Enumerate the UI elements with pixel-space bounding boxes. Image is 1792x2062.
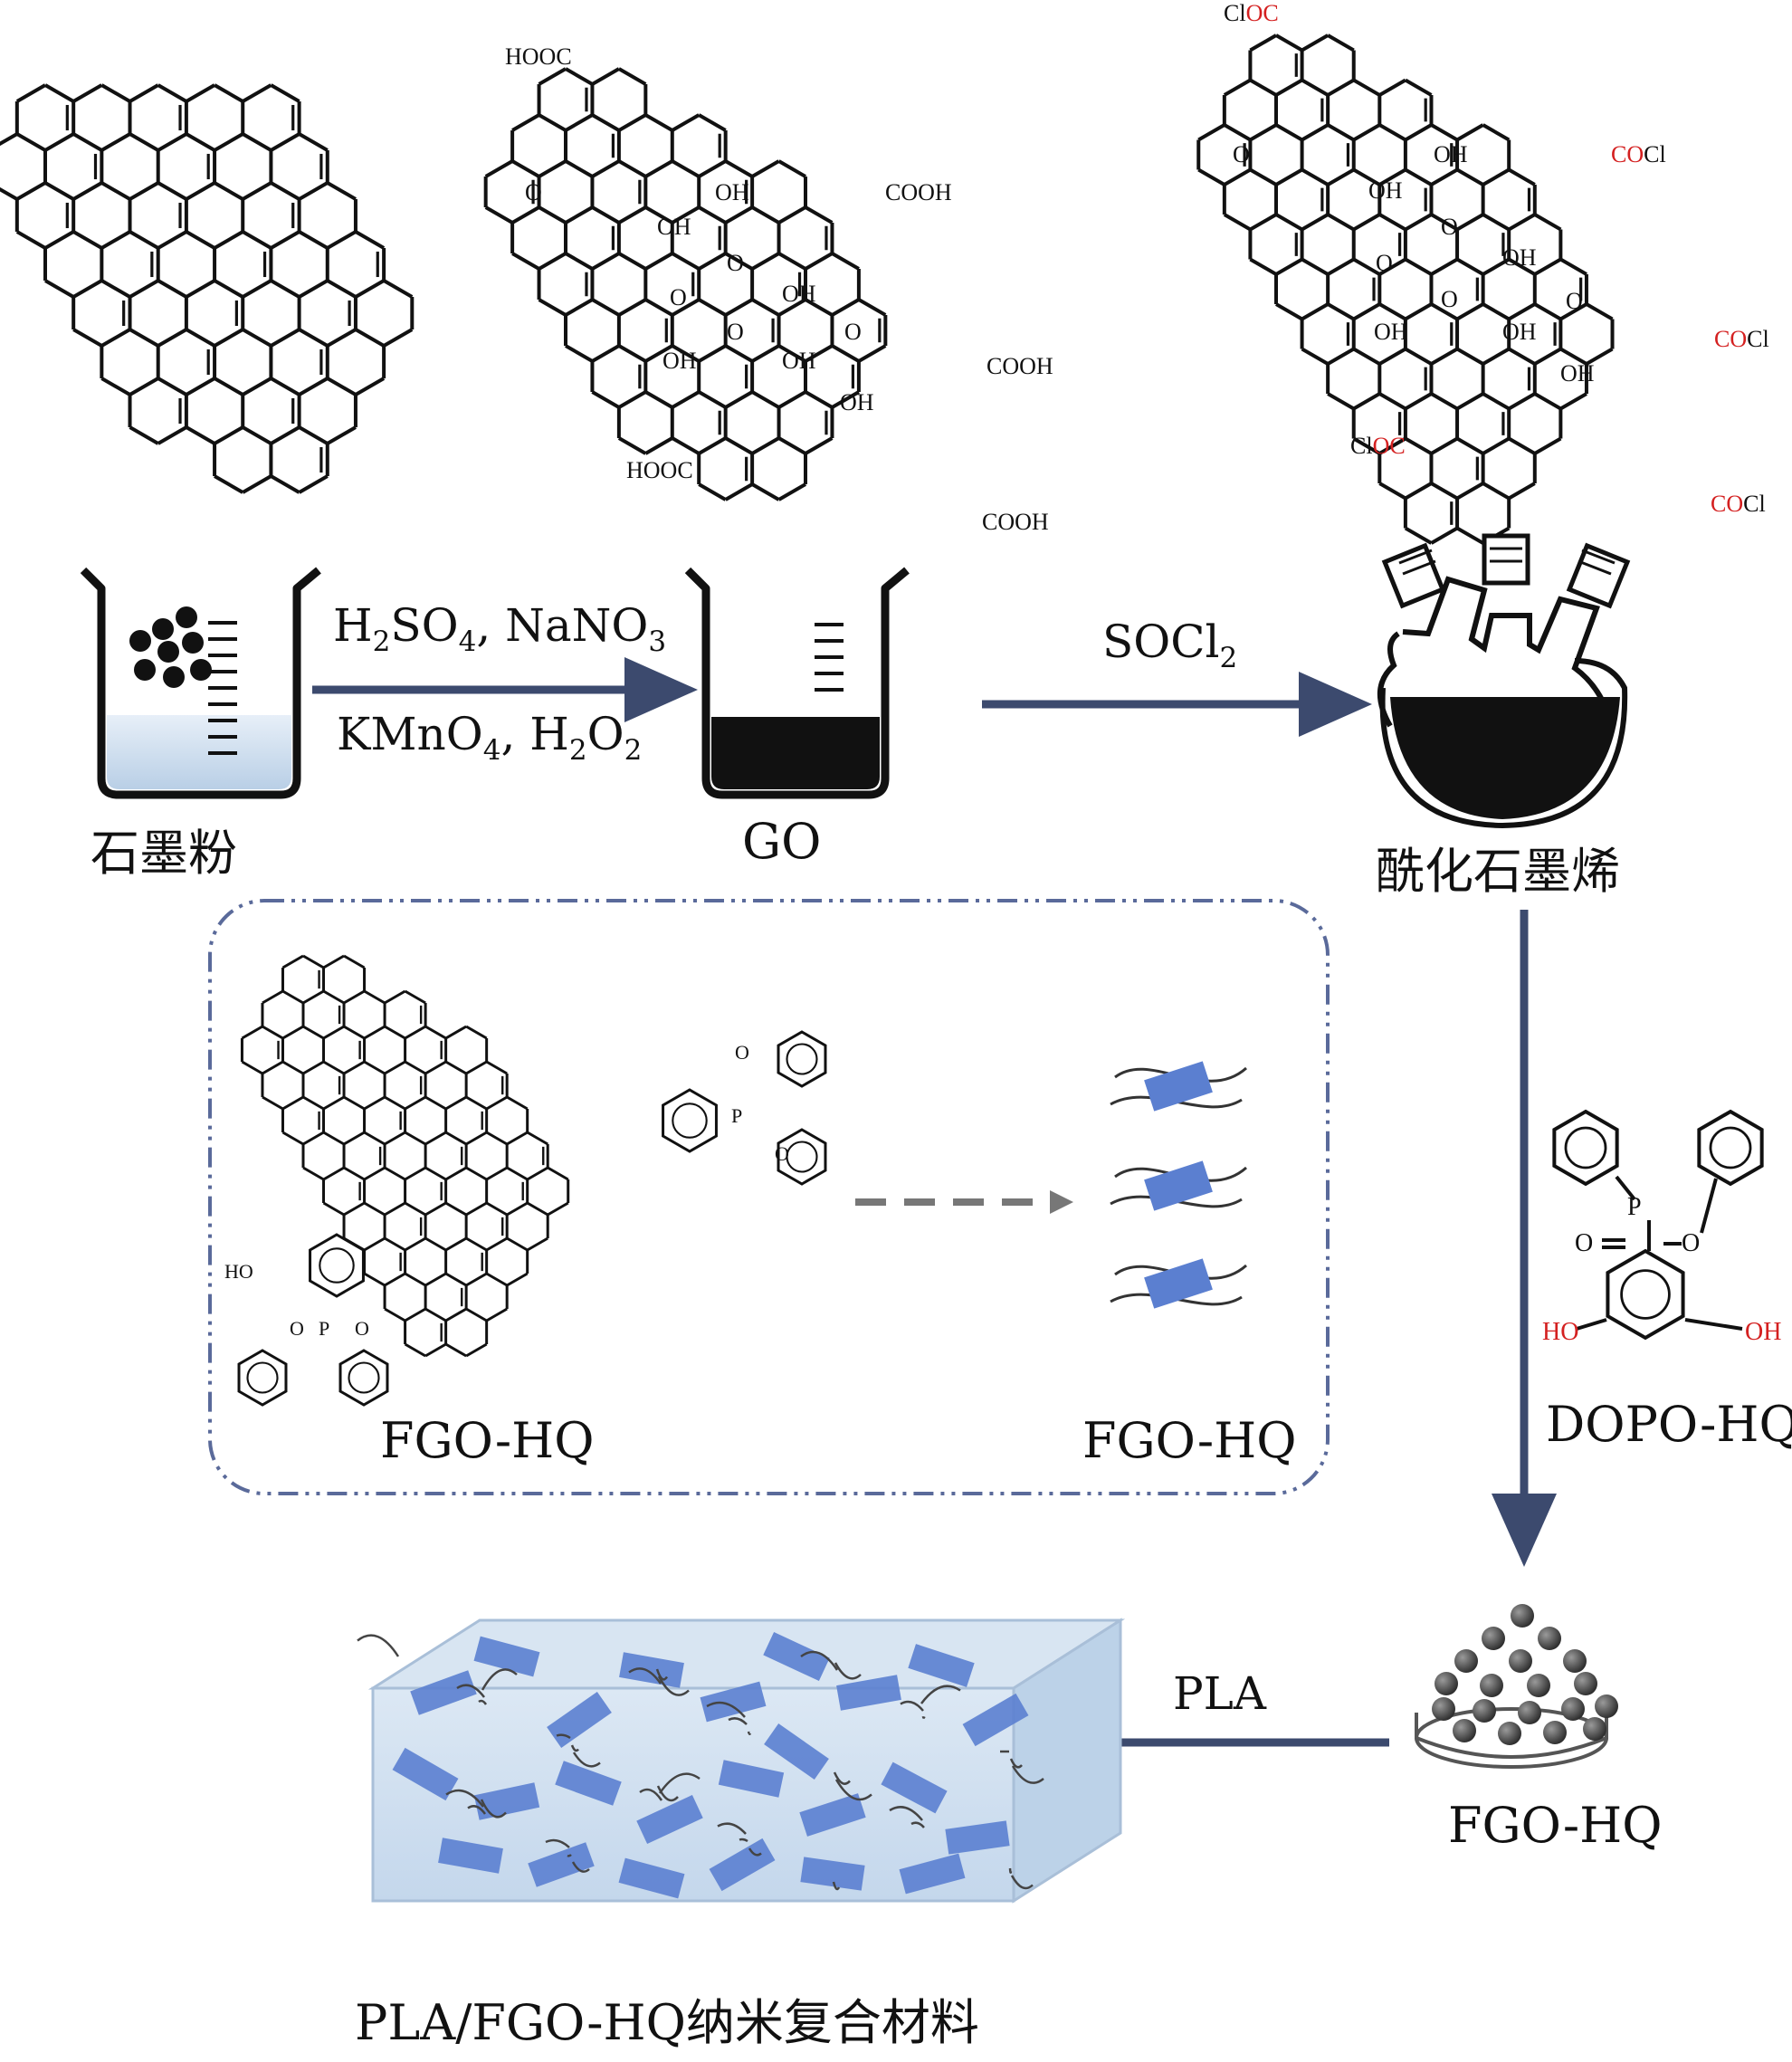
acyl-cocl-mid: COCl (1714, 326, 1769, 352)
acyl-o-4: O (1566, 288, 1583, 314)
go-cooh-bottom: COOH (982, 509, 1049, 535)
fgo-ho-lower: HO (224, 1260, 253, 1283)
step4-reagent: PLA (1173, 1667, 1266, 1720)
fgo-o-lower-ether: O (290, 1317, 304, 1340)
fgo-o-upper-ether: O (775, 1142, 789, 1165)
go-beaker (684, 567, 910, 799)
go-lattice (483, 67, 888, 501)
acyl-cocl-right: COCl (1611, 141, 1666, 167)
dopo-p: P (1627, 1193, 1642, 1221)
fgo-hq-inset-box (208, 899, 1330, 1495)
acyl-oh-5: OH (1502, 319, 1537, 345)
go-oh-5: OH (782, 348, 816, 374)
step2-reagent: SOCl2 (1102, 616, 1238, 674)
dopo-o-ether: O (1682, 1229, 1701, 1257)
go-o-1: O (727, 250, 744, 276)
go-hooc-top: HOOC (505, 43, 572, 70)
fgo-hq-schematic-label: FGO-HQ (1082, 1412, 1297, 1469)
go-hooc-bottom: HOOC (626, 457, 693, 483)
acyl-cocl-bottom: COCl (1711, 491, 1766, 517)
graphite-label: 石墨粉 (91, 825, 237, 882)
acyl-oh-4: OH (1374, 319, 1408, 345)
go-oh-2: OH (657, 214, 691, 240)
go-cooh-mid: COOH (987, 353, 1053, 379)
dopo-oh: OH (1745, 1318, 1782, 1346)
go-oh-3: OH (782, 281, 816, 307)
fgo-hq-lattice (237, 954, 827, 1407)
fgo-p-upper: P (731, 1104, 743, 1127)
graphite-beaker (80, 567, 321, 799)
three-neck-flask (1377, 533, 1631, 829)
fgo-o-upper-double: O (735, 1041, 749, 1064)
go-o-3: O (727, 319, 744, 345)
acyl-cloc-bottom: ClOC (1350, 433, 1406, 459)
acyl-graphene-label: 酰化石墨烯 (1376, 843, 1620, 900)
fgo-hq-powder-label: FGO-HQ (1448, 1797, 1663, 1854)
acyl-graphene-lattice (1196, 33, 1615, 545)
go-ketone-o: O (525, 179, 542, 205)
fgo-hq-structure-label: FGO-HQ (380, 1412, 595, 1469)
dopo-hq-label: DOPO-HQ (1546, 1396, 1792, 1453)
acyl-ketone-o: O (1233, 141, 1250, 167)
acyl-cloc-top: ClOC (1224, 0, 1279, 26)
acyl-o-3: O (1441, 286, 1458, 312)
composite-block (357, 1618, 1126, 1904)
go-oh-1: OH (715, 179, 749, 205)
go-cooh-right: COOH (885, 179, 952, 205)
graphite-lattice (0, 83, 415, 494)
acyl-o-1: O (1441, 214, 1458, 240)
go-oh-6: OH (840, 389, 874, 415)
go-oh-4: OH (662, 348, 697, 374)
go-label: GO (742, 813, 822, 870)
acyl-oh-3: OH (1502, 244, 1537, 271)
fgo-hq-schematic (1110, 1061, 1247, 1309)
fgo-p-lower: P (319, 1317, 330, 1340)
step1-reagent-top: H2SO4, NaNO3 (333, 599, 667, 658)
acyl-oh-2: OH (1368, 177, 1403, 204)
dopo-hq-structure (1552, 1109, 1764, 1341)
dopo-ho: HO (1542, 1318, 1579, 1346)
acyl-o-2: O (1376, 250, 1393, 276)
go-o-2: O (670, 284, 687, 310)
acyl-oh-6: OH (1560, 360, 1595, 387)
fgo-o-lower-double: O (355, 1317, 369, 1340)
step1-reagent-bottom: KMnO4, H2O2 (337, 708, 643, 767)
composite-label: PLA/FGO-HQ纳米复合材料 (355, 1994, 979, 2051)
fgo-hq-powder-dish (1415, 1604, 1618, 1769)
acyl-oh-1: OH (1434, 141, 1468, 167)
go-o-4: O (844, 319, 862, 345)
dopo-o-double: O (1575, 1229, 1594, 1257)
